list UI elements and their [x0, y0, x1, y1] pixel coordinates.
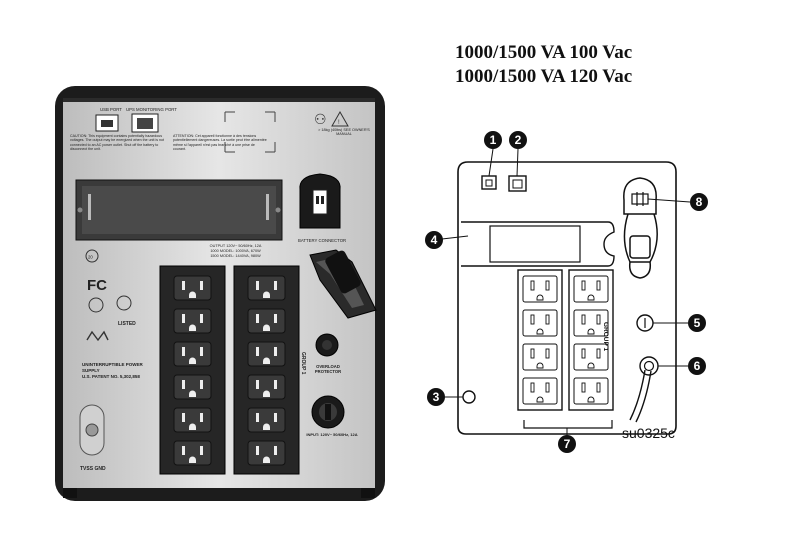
output-model-1500-label: 1500 MODEL: 1440VA, 980W — [210, 253, 261, 258]
diagram-outlet — [522, 275, 558, 303]
ups-rear-line-diagram: GROUP 1 1 2 3 — [425, 131, 708, 453]
photo-outlet[interactable] — [173, 440, 212, 466]
photo-outlet[interactable] — [247, 341, 286, 367]
ups-rear-photo: USB PORT UPS MONITORING PORT CAUTION: Th… — [55, 86, 385, 501]
attention-text: ATTENTION: Cet appareil fonctionne à des… — [173, 134, 267, 152]
ul-mark-icon — [116, 295, 132, 311]
diagram-outlet — [522, 343, 558, 371]
photo-outlet[interactable] — [173, 341, 212, 367]
photo-outlet[interactable] — [173, 275, 212, 301]
person-lift-icon: ⚇ — [314, 111, 327, 127]
diagram-outlet — [522, 377, 558, 405]
diagram-battery-connector — [623, 177, 657, 215]
photo-outlet[interactable] — [247, 308, 286, 334]
callout-4: 4 — [425, 231, 443, 249]
outlet-strip-right — [233, 265, 300, 475]
caution-text: CAUTION: This equipment contains potenti… — [70, 134, 165, 152]
diagram-ground-screw — [462, 390, 476, 404]
weight-label: > 18kg (40lbs) SEE OWNER'S MANUAL — [318, 128, 370, 136]
mark-icon — [86, 330, 109, 342]
diagram-expansion-slot — [461, 221, 615, 267]
photo-outlet[interactable] — [247, 407, 286, 433]
callout-8: 8 — [690, 193, 708, 211]
tvss-label: TVSS GND — [80, 466, 106, 472]
diagram-outlet — [573, 343, 609, 371]
listed-label: LISTED — [118, 321, 136, 327]
svg-text:!: ! — [338, 120, 340, 126]
callout-1: 1 — [484, 131, 502, 149]
svg-text:4: 4 — [431, 233, 438, 247]
ground-screw[interactable] — [85, 423, 99, 437]
photo-outlet[interactable] — [173, 308, 212, 334]
diagram-group-label: GROUP 1 — [602, 322, 609, 352]
svg-text:3: 3 — [433, 390, 440, 404]
diagram-input-socket — [639, 356, 659, 376]
input-label: INPUT: 120V~ 50/60Hz, 12A — [306, 432, 358, 437]
figure-code: su0325c — [622, 425, 675, 441]
diagram-outlet — [573, 309, 609, 337]
callout-7: 7 — [558, 435, 576, 453]
svg-text:5: 5 — [694, 316, 701, 330]
fcc-logo: FC — [87, 277, 107, 294]
callout-2: 2 — [509, 131, 527, 149]
diagram-outlet-strips — [517, 269, 614, 411]
diagram-chassis-outline — [457, 161, 677, 435]
photo-outlet[interactable] — [247, 374, 286, 400]
diagram-input-cord — [629, 369, 646, 421]
output-model-1000-label: 1000 MODEL: 1000VA, 670W — [210, 248, 261, 253]
overload-label: OVERLOAD PROTECTOR — [314, 364, 342, 374]
usb-port-label: USB PORT — [100, 107, 122, 112]
photo-outlet-strips — [159, 265, 300, 475]
output-rating-label: OUTPUT 120V~ 50/60Hz, 12A — [209, 244, 262, 248]
warning-triangle-icon — [331, 110, 349, 127]
monitoring-port-label: UPS MONITORING PORT — [126, 107, 177, 112]
diagram-usb-port — [481, 175, 497, 190]
svg-text:1: 1 — [490, 133, 497, 147]
diagram-outlet — [522, 309, 558, 337]
diagram-monitoring-port — [508, 175, 527, 192]
photo-outlet[interactable] — [173, 374, 212, 400]
photo-outlet[interactable] — [173, 407, 212, 433]
callout-3: 3 — [427, 388, 445, 406]
photo-outlet[interactable] — [247, 275, 286, 301]
callout-5: 5 — [688, 314, 706, 332]
patent-label: U.S. PATENT NO. 5,302,858 — [82, 373, 140, 379]
model-title-line-1: 1000/1500 VA 100 Vac — [455, 42, 633, 63]
callout-6: 6 — [688, 357, 706, 375]
svg-text:2: 2 — [515, 133, 522, 147]
photo-outlet[interactable] — [247, 440, 286, 466]
svg-text:20: 20 — [88, 255, 93, 260]
model-title-line-2: 1000/1500 VA 120 Vac — [455, 66, 633, 87]
ups-product-label: UNINTERRUPTIBLE POWER SUPPLY — [82, 362, 143, 373]
recycle-icon — [85, 249, 99, 263]
outlet-bracket — [523, 420, 613, 429]
diagram-outlet — [573, 377, 609, 405]
diagram-outlet — [573, 275, 609, 303]
photo-group-label: GROUP 1 — [300, 352, 306, 375]
battery-connector-label: BATTERY CONNECTOR — [298, 238, 346, 243]
svg-text:7: 7 — [564, 437, 571, 451]
svg-text:6: 6 — [694, 359, 701, 373]
outlet-strip-left — [159, 265, 226, 475]
svg-text:8: 8 — [696, 195, 703, 209]
csa-mark-icon — [88, 297, 104, 313]
